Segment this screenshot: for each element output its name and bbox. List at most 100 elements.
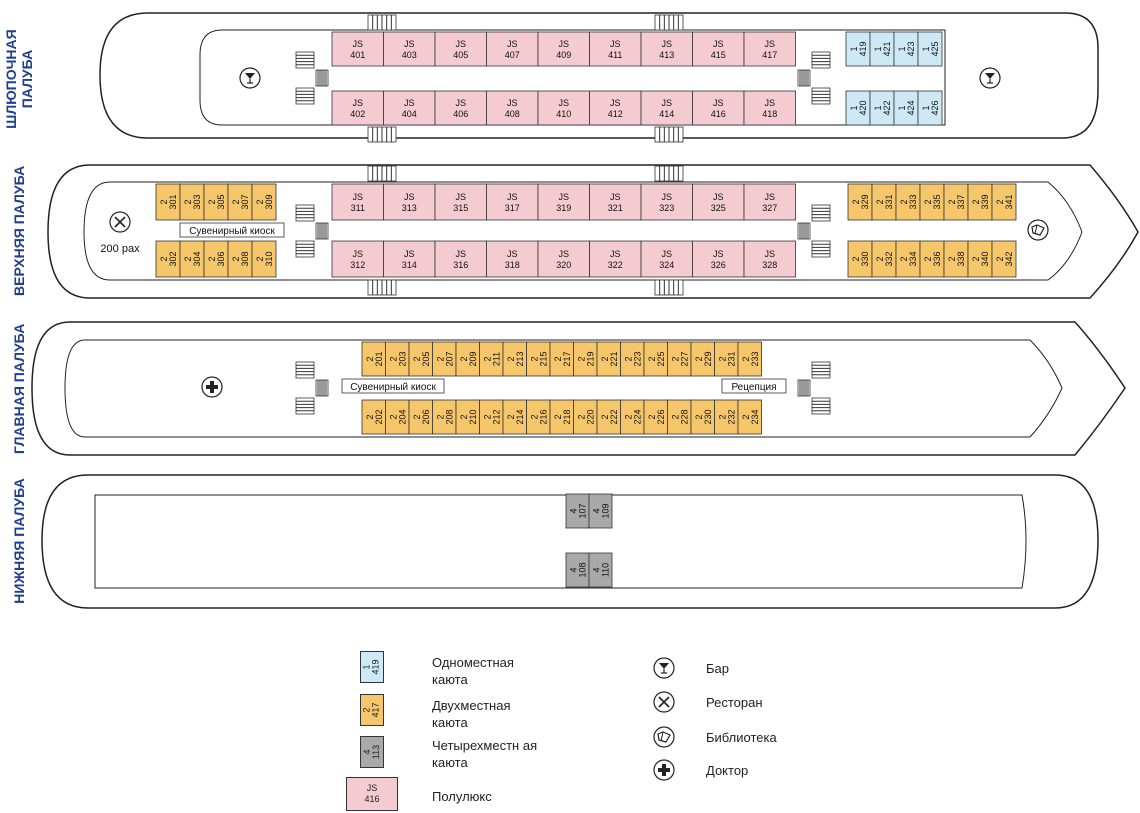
cabin-305[interactable]: 2305 bbox=[203, 183, 229, 221]
cabin-109[interactable]: 4109 bbox=[588, 493, 613, 529]
cabin-227[interactable]: 2227 bbox=[667, 341, 692, 377]
cabin-108[interactable]: 4108 bbox=[565, 552, 590, 588]
cabin-422[interactable]: 1422 bbox=[869, 90, 895, 126]
cabin-419[interactable]: 1419 bbox=[845, 31, 871, 67]
cabin-301[interactable]: 2301 bbox=[155, 183, 181, 221]
cabin-233[interactable]: 2233 bbox=[737, 341, 762, 377]
cabin-222[interactable]: 2222 bbox=[596, 399, 621, 435]
cabin-309[interactable]: 2309 bbox=[251, 183, 277, 221]
cabin-226[interactable]: 2226 bbox=[643, 399, 668, 435]
cabin-207[interactable]: 2207 bbox=[432, 341, 457, 377]
cabin-425[interactable]: 1425 bbox=[917, 31, 943, 67]
cabin-219[interactable]: 2219 bbox=[573, 341, 598, 377]
cabin-310[interactable]: 2310 bbox=[251, 240, 277, 278]
cabin-214[interactable]: 2214 bbox=[502, 399, 527, 435]
cabin-303[interactable]: 2303 bbox=[179, 183, 205, 221]
cabin-217[interactable]: 2217 bbox=[549, 341, 574, 377]
cabin-234[interactable]: 2234 bbox=[737, 399, 762, 435]
cabin-229[interactable]: 2229 bbox=[690, 341, 715, 377]
cabin-221[interactable]: 2221 bbox=[596, 341, 621, 377]
cabin-203[interactable]: 2203 bbox=[385, 341, 410, 377]
cabin-220[interactable]: 2220 bbox=[573, 399, 598, 435]
cabin-330[interactable]: 2330 bbox=[847, 240, 873, 278]
cabin-307[interactable]: 2307 bbox=[227, 183, 253, 221]
cabin-225[interactable]: 2225 bbox=[643, 341, 668, 377]
cabin-204[interactable]: 2204 bbox=[385, 399, 410, 435]
cabin-331[interactable]: 2331 bbox=[871, 183, 897, 221]
cabin-337[interactable]: 2337 bbox=[943, 183, 969, 221]
cabin-420[interactable]: 1420 bbox=[845, 90, 871, 126]
cabin-201[interactable]: 2201 bbox=[361, 341, 386, 377]
cabin-335[interactable]: 2335 bbox=[919, 183, 945, 221]
cabin-232[interactable]: 2232 bbox=[714, 399, 739, 435]
cabin-208[interactable]: 2208 bbox=[432, 399, 457, 435]
cabin-421[interactable]: 1421 bbox=[869, 31, 895, 67]
cabin-332[interactable]: 2332 bbox=[871, 240, 897, 278]
cabin-304[interactable]: 2304 bbox=[179, 240, 205, 278]
cabin-302[interactable]: 2302 bbox=[155, 240, 181, 278]
cabin-306[interactable]: 2306 bbox=[203, 240, 229, 278]
cabin-423[interactable]: 1423 bbox=[893, 31, 919, 67]
cabin-205[interactable]: 2205 bbox=[408, 341, 433, 377]
cabin-329[interactable]: 2329 bbox=[847, 183, 873, 221]
cabin-202[interactable]: 2202 bbox=[361, 399, 386, 435]
cabin-308[interactable]: 2308 bbox=[227, 240, 253, 278]
cabin-228[interactable]: 2228 bbox=[667, 399, 692, 435]
cabin-342[interactable]: 2342 bbox=[991, 240, 1017, 278]
cabin-212[interactable]: 2212 bbox=[479, 399, 504, 435]
cabin-336[interactable]: 2336 bbox=[919, 240, 945, 278]
cabin-341[interactable]: 2341 bbox=[991, 183, 1017, 221]
cabin-206[interactable]: 2206 bbox=[408, 399, 433, 435]
cabin-215[interactable]: 2215 bbox=[526, 341, 551, 377]
cabin-339[interactable]: 2339 bbox=[967, 183, 993, 221]
cabin-213[interactable]: 2213 bbox=[502, 341, 527, 377]
cabin-334[interactable]: 2334 bbox=[895, 240, 921, 278]
cabin-210[interactable]: 2210 bbox=[455, 399, 480, 435]
cabin-424[interactable]: 1424 bbox=[893, 90, 919, 126]
cabin-333[interactable]: 2333 bbox=[895, 183, 921, 221]
cabin-230[interactable]: 2230 bbox=[690, 399, 715, 435]
cabin-107[interactable]: 4107 bbox=[565, 493, 590, 529]
cabin-209[interactable]: 2209 bbox=[455, 341, 480, 377]
cabin-216[interactable]: 2216 bbox=[526, 399, 551, 435]
cabin-231[interactable]: 2231 bbox=[714, 341, 739, 377]
cabin-224[interactable]: 2224 bbox=[620, 399, 645, 435]
cabin-338[interactable]: 2338 bbox=[943, 240, 969, 278]
cabin-426[interactable]: 1426 bbox=[917, 90, 943, 126]
cabin-110[interactable]: 4110 bbox=[588, 552, 613, 588]
cabin-223[interactable]: 2223 bbox=[620, 341, 645, 377]
